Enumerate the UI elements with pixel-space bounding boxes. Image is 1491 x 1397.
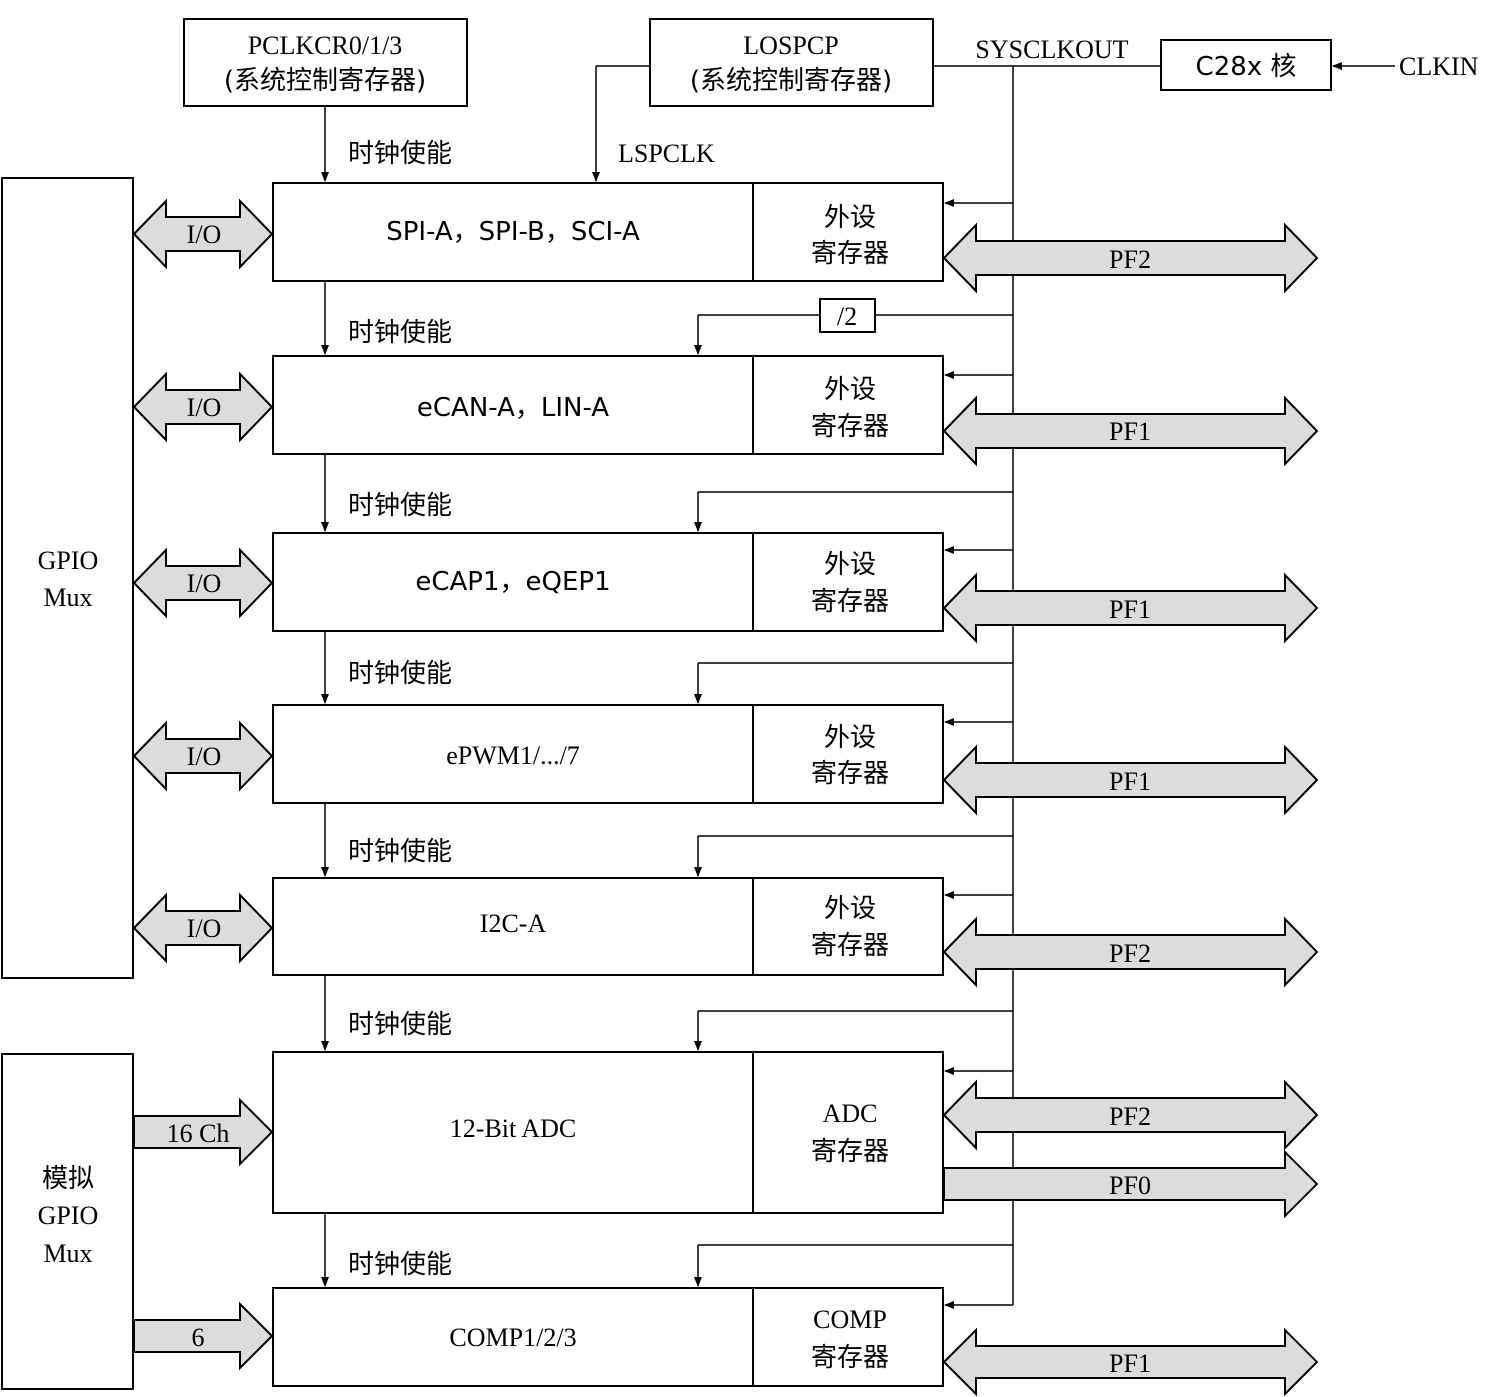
lospcp-title: LOSPCP (743, 31, 838, 60)
module-box (272, 1051, 944, 1214)
clock-enable-label: 时钟使能 (348, 659, 452, 689)
io-label: I/O (187, 914, 222, 943)
module-box (272, 877, 944, 976)
analog-mux-label-3: Mux (43, 1239, 92, 1268)
pclkcr-subtitle: (系统控制寄存器) (224, 66, 426, 96)
peripheral-frame-bus (942, 222, 1319, 294)
module-box (272, 355, 944, 455)
register-label-2: 寄存器 (811, 759, 889, 789)
register-label-1: ADC (823, 1099, 878, 1128)
lspclk-label: LSPCLK (618, 139, 715, 168)
io-label: I/O (187, 569, 222, 598)
pclkcr-box (183, 18, 468, 107)
register-label-2: 寄存器 (811, 1137, 889, 1167)
bus-label: PF1 (1109, 1349, 1151, 1378)
lospcp-box (649, 18, 934, 107)
clkin-label: CLKIN (1399, 52, 1479, 81)
gpio-mux-label-2: Mux (43, 583, 92, 612)
pf0-output-bus (943, 1149, 1319, 1219)
io-label: I/O (187, 393, 222, 422)
bus-label-2: PF0 (1109, 1171, 1151, 1200)
module-ecan-lin: eCAN-A，LIN-A 外设 寄存器 I/O PF1 (132, 355, 1319, 467)
div2-box (819, 298, 876, 333)
peripheral-frame-bus (942, 744, 1319, 816)
module-ecap-eqep: eCAP1，eQEP1 外设 寄存器 I/O PF1 (132, 532, 1319, 644)
c28x-core-label: C28x 核 (1196, 52, 1297, 82)
peripheral-frame-bus (942, 916, 1319, 988)
bus-label: PF2 (1109, 1102, 1151, 1131)
register-label-1: COMP (813, 1305, 887, 1334)
analog-gpio-mux-box (1, 1053, 134, 1390)
io-label: I/O (187, 220, 222, 249)
register-label-1: 外设 (824, 203, 876, 233)
io-label: 16 Ch (167, 1119, 230, 1148)
module-name: ePWM1/.../7 (446, 741, 580, 770)
clock-enable-label: 时钟使能 (348, 491, 452, 521)
module-name: eCAN-A，LIN-A (417, 393, 609, 423)
module-box (272, 532, 944, 632)
gpio-mux-label-1: GPIO (38, 546, 99, 575)
peripheral-frame-bus (942, 395, 1319, 467)
clock-enable-label: 时钟使能 (348, 139, 452, 169)
analog-channel-arrow (133, 1097, 274, 1167)
module-adc: 12-Bit ADC ADC 寄存器 16 Ch PF2 PF0 (133, 1051, 1319, 1219)
peripheral-frame-bus (942, 1327, 1319, 1397)
analog-mux-label-2: GPIO (38, 1201, 99, 1230)
module-name: SPI-A，SPI-B，SCI-A (386, 217, 640, 247)
c28x-core-box (1160, 39, 1332, 91)
register-label-2: 寄存器 (811, 412, 889, 442)
register-label-1: 外设 (824, 550, 876, 580)
bus-label: PF1 (1109, 417, 1151, 446)
register-label-1: 外设 (824, 375, 876, 405)
gpio-mux-box (1, 177, 134, 979)
register-label-1: 外设 (824, 894, 876, 924)
register-label-2: 寄存器 (811, 239, 889, 269)
module-box (272, 182, 944, 282)
io-bus-arrow (132, 720, 274, 792)
module-i2c: I2C-A 外设 寄存器 I/O PF2 (132, 877, 1319, 988)
module-epwm: ePWM1/.../7 外设 寄存器 I/O PF1 (132, 704, 1319, 816)
peripheral-frame-bus (942, 1079, 1319, 1151)
io-bus-arrow (132, 371, 274, 443)
peripheral-frame-bus (942, 572, 1319, 644)
clock-enable-label: 时钟使能 (348, 1250, 452, 1280)
module-name: eCAP1，eQEP1 (415, 567, 610, 597)
register-label-2: 寄存器 (811, 931, 889, 961)
bus-label: PF1 (1109, 767, 1151, 796)
io-bus-arrow (132, 892, 274, 964)
module-box (272, 1287, 944, 1387)
pclkcr-title: PCLKCR0/1/3 (248, 31, 403, 60)
clock-enable-label: 时钟使能 (348, 837, 452, 867)
bus-label: PF2 (1109, 245, 1151, 274)
lospcp-subtitle: (系统控制寄存器) (690, 66, 892, 96)
register-label-2: 寄存器 (811, 587, 889, 617)
sysclkout-label: SYSCLKOUT (975, 35, 1128, 64)
module-comp: COMP1/2/3 COMP 寄存器 6 PF1 (133, 1287, 1319, 1397)
register-label-2: 寄存器 (811, 1343, 889, 1373)
io-bus-arrow (132, 198, 274, 270)
analog-channel-arrow (133, 1301, 274, 1371)
module-name: I2C-A (480, 909, 547, 938)
clock-enable-label: 时钟使能 (348, 318, 452, 348)
analog-mux-label-1: 模拟 (42, 1164, 94, 1194)
clock-enable-label: 时钟使能 (348, 1010, 452, 1040)
module-name: COMP1/2/3 (449, 1323, 576, 1352)
io-bus-arrow (132, 547, 274, 619)
io-label: I/O (187, 742, 222, 771)
module-box (272, 704, 944, 804)
module-spi-sci: SPI-A，SPI-B，SCI-A 外设 寄存器 I/O PF2 (132, 182, 1319, 294)
io-label: 6 (192, 1323, 205, 1352)
register-label-1: 外设 (824, 723, 876, 753)
bus-label: PF2 (1109, 939, 1151, 968)
bus-label: PF1 (1109, 595, 1151, 624)
div2-label: /2 (837, 302, 857, 331)
module-name: 12-Bit ADC (450, 1114, 576, 1143)
